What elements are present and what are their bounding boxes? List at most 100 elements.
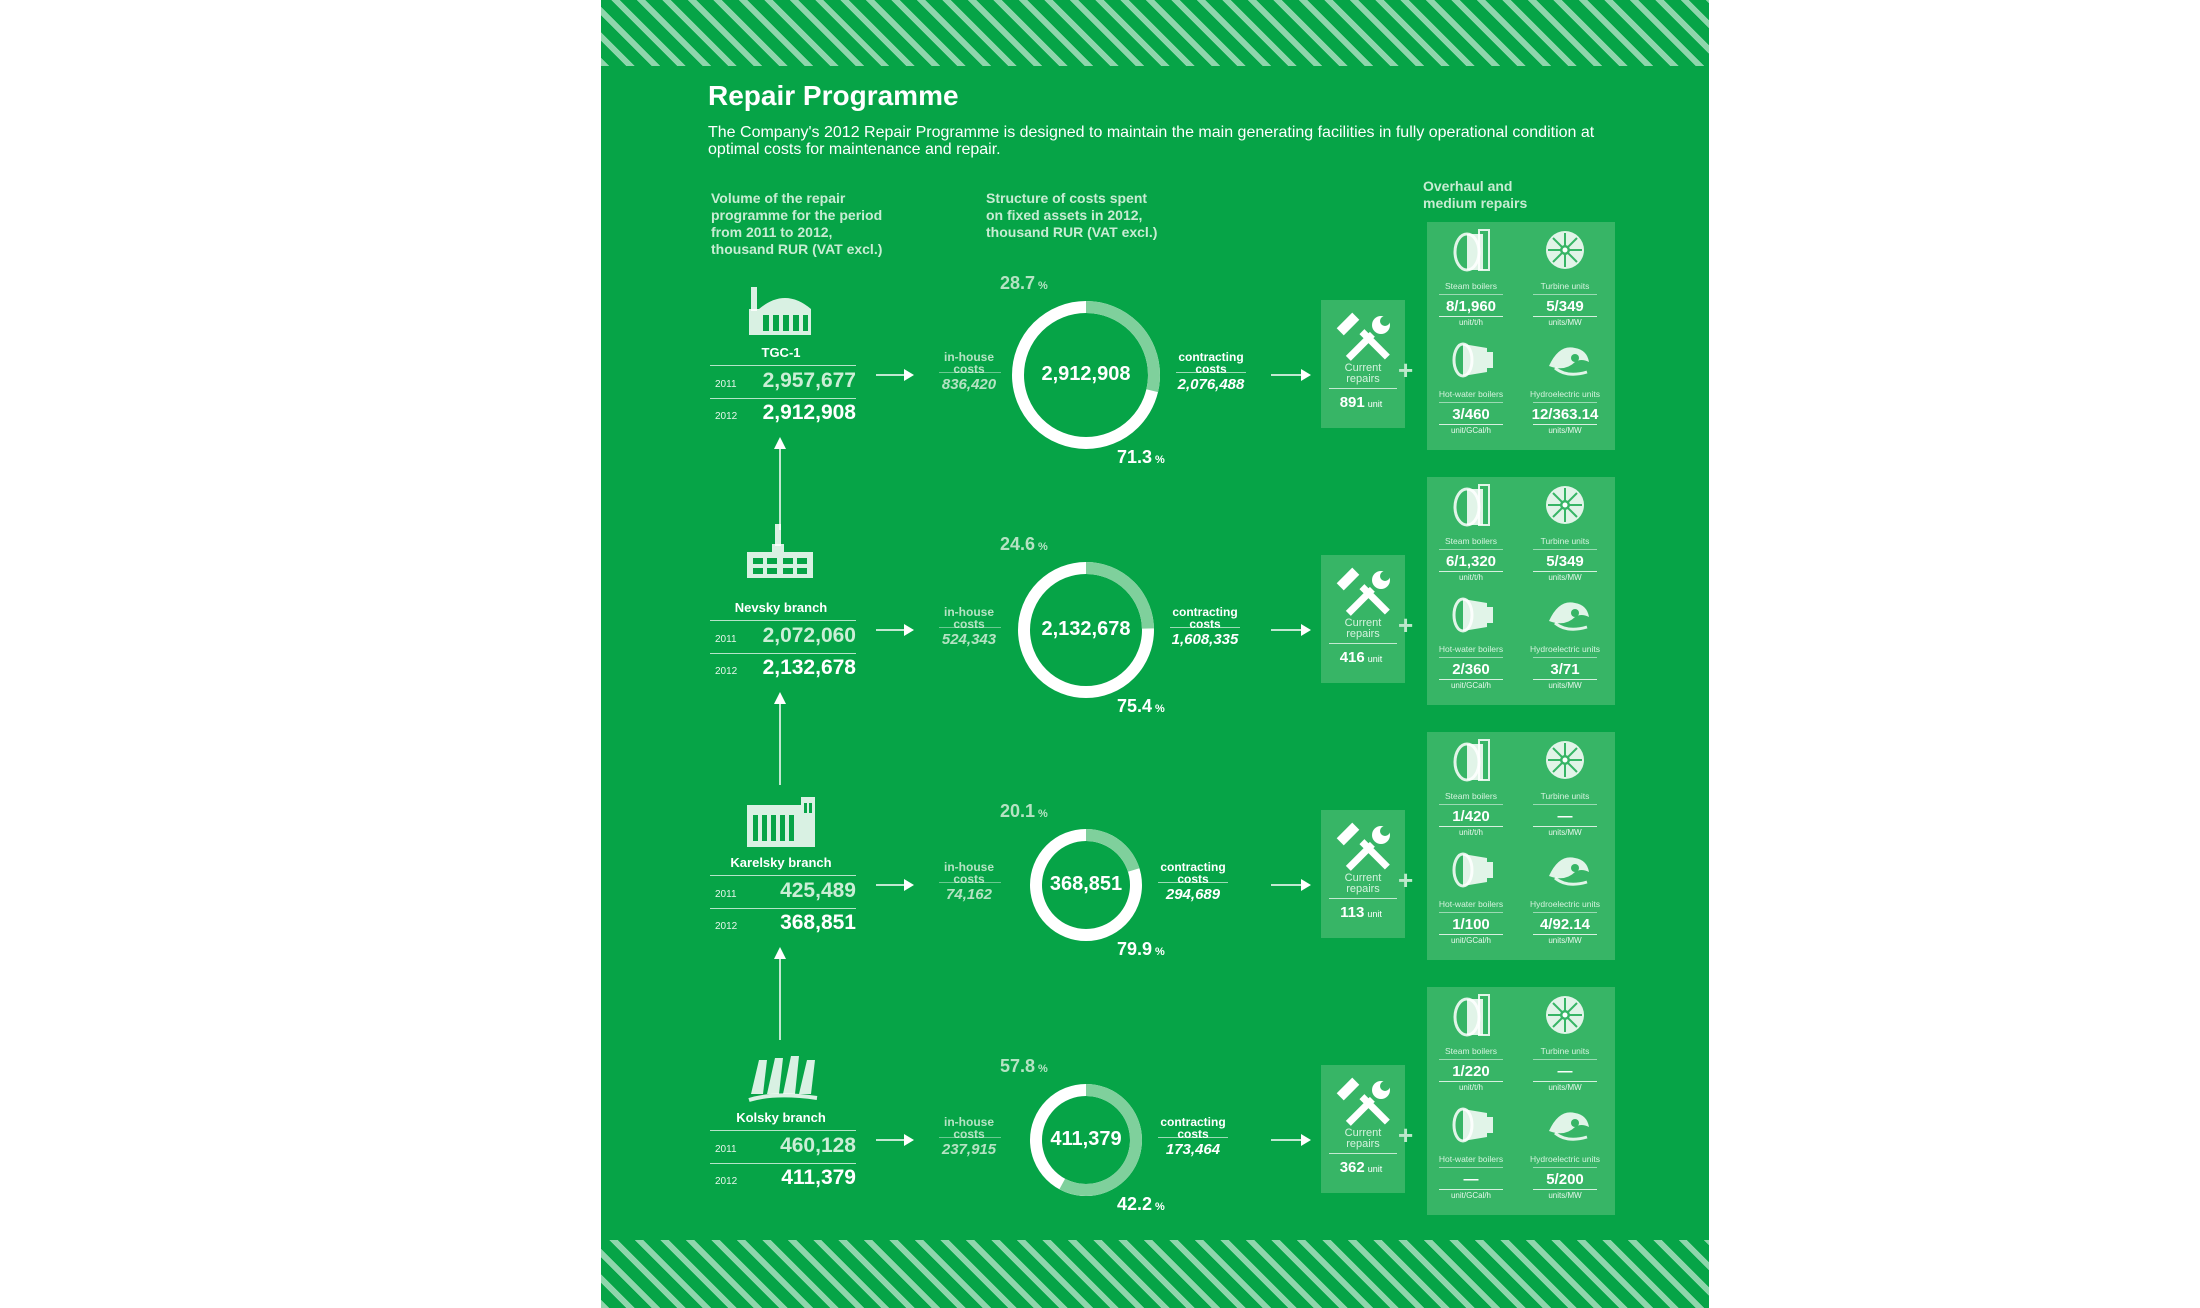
- turbine-caption: Turbine units: [1540, 536, 1590, 546]
- plus-sign: +: [1398, 865, 1414, 895]
- divider: [1533, 549, 1597, 550]
- turbine-unit: units/MW: [1548, 828, 1582, 837]
- label-line: costs: [1189, 617, 1221, 631]
- contracting-percent: 42.2%: [1117, 1194, 1165, 1215]
- pct-sign: %: [1038, 1063, 1048, 1075]
- intro-text: The Company's 2012 Repair Programme is d…: [708, 124, 1595, 158]
- in-house-percent: 57.8%: [1000, 1056, 1048, 1077]
- contracting-value: 173,464: [1165, 1141, 1221, 1158]
- divider: [1439, 1189, 1503, 1190]
- divider: [1439, 679, 1503, 680]
- turbine-unit: units/MW: [1548, 573, 1582, 582]
- hotwater-value: 3/460: [1452, 406, 1490, 423]
- label-line: Current: [1344, 362, 1382, 374]
- arrow-right-icon: [876, 624, 914, 636]
- label-line: repairs: [1346, 1138, 1380, 1150]
- hotwater-caption: Hot-water boilers: [1438, 389, 1504, 399]
- tower-plant-icon: [747, 524, 813, 578]
- steam-caption: Steam boilers: [1445, 791, 1497, 801]
- divider: [939, 1137, 1001, 1138]
- label-line: costs: [953, 617, 985, 631]
- year-2011-label: 2011: [715, 634, 737, 645]
- divider: [1533, 679, 1597, 680]
- pct-sign: %: [1155, 703, 1165, 715]
- in-house-arc: [1030, 829, 1142, 941]
- count-value: 891: [1339, 394, 1365, 411]
- header-line: thousand RUR (VAT excl.): [986, 224, 1158, 240]
- hydro-unit: units/MW: [1548, 1191, 1582, 1200]
- label-line: contracting: [1160, 860, 1226, 874]
- steam-unit: unit/t/h: [1458, 828, 1483, 837]
- hydro-caption: Hydroelectric units: [1530, 644, 1600, 654]
- label-line: contracting: [1160, 1115, 1226, 1129]
- contracting-percent: 79.9%: [1117, 939, 1165, 960]
- arrow-right-icon: [1271, 624, 1311, 636]
- label-line: repairs: [1346, 373, 1380, 385]
- divider: [1533, 424, 1597, 425]
- contracting-value: 294,689: [1165, 886, 1221, 903]
- hotwater-value: —: [1463, 1171, 1479, 1188]
- branch-name: Nevsky branch: [734, 600, 828, 615]
- pct-sign: %: [1155, 1201, 1165, 1213]
- cost-ring-chart: [1030, 829, 1142, 941]
- arrow-right-icon: [876, 1134, 914, 1146]
- divider: [1176, 372, 1246, 373]
- label-line: in-house: [944, 350, 994, 364]
- hydro-unit: units/MW: [1548, 426, 1582, 435]
- steam-boiler-icon: [1453, 994, 1490, 1037]
- hydro-value: 12/363.14: [1531, 406, 1599, 423]
- bottom-stripe-band: [601, 1240, 1709, 1308]
- hot-water-boiler-icon: [1452, 1107, 1493, 1143]
- divider: [1439, 294, 1503, 295]
- turbine-value: —: [1557, 808, 1573, 825]
- label-line: costs: [953, 1127, 985, 1141]
- hotwater-caption: Hot-water boilers: [1438, 644, 1504, 654]
- count-value: 113: [1340, 904, 1365, 921]
- year-2011-label: 2011: [715, 379, 737, 390]
- steam-boiler-icon: [1453, 229, 1490, 272]
- divider: [1439, 657, 1503, 658]
- steam-caption: Steam boilers: [1445, 1046, 1497, 1056]
- divider: [1329, 643, 1397, 644]
- year-2011-label: 2011: [715, 1144, 737, 1155]
- current-repairs-box: [1321, 810, 1405, 938]
- divider: [710, 1163, 856, 1164]
- label-line: repairs: [1346, 883, 1380, 895]
- cooling-towers-icon: [748, 1056, 818, 1102]
- divider: [1439, 934, 1503, 935]
- volume-2012: 2,132,678: [762, 656, 856, 679]
- turbine-icon: [1546, 996, 1584, 1034]
- in-house-percent: 20.1%: [1000, 801, 1048, 822]
- steam-boiler-icon: [1453, 484, 1490, 527]
- wrench-hammer-icon: [1336, 312, 1390, 361]
- steam-value: 6/1,320: [1445, 553, 1497, 570]
- wrench-hammer-icon: [1336, 1077, 1390, 1126]
- plus-sign: +: [1398, 1120, 1414, 1150]
- divider: [1439, 1081, 1503, 1082]
- hydro-value: 5/200: [1546, 1171, 1584, 1188]
- unit-label: unit: [1367, 399, 1383, 409]
- in-house-percent: 28.7%: [1000, 273, 1048, 294]
- pct-value: 42.2: [1117, 1194, 1153, 1214]
- divider: [1533, 912, 1597, 913]
- turbine-icon: [1546, 741, 1584, 779]
- branch-name: Kolsky branch: [736, 1110, 826, 1125]
- year-2012-label: 2012: [715, 411, 738, 422]
- divider: [1533, 1059, 1597, 1060]
- divider: [1533, 316, 1597, 317]
- overhaul-column-header: Overhaul and medium repairs: [1423, 178, 1527, 212]
- divider: [1533, 1167, 1597, 1168]
- arrow-right-icon: [1271, 879, 1311, 891]
- divider: [1439, 571, 1503, 572]
- label-line: costs: [953, 872, 985, 886]
- divider: [939, 627, 1001, 628]
- divider: [1533, 804, 1597, 805]
- divider: [1170, 627, 1240, 628]
- turbine-value: 5/349: [1546, 298, 1584, 315]
- turbine-caption: Turbine units: [1540, 1046, 1590, 1056]
- current-repairs-box: [1321, 1065, 1405, 1193]
- hotwater-value: 2/360: [1452, 661, 1490, 678]
